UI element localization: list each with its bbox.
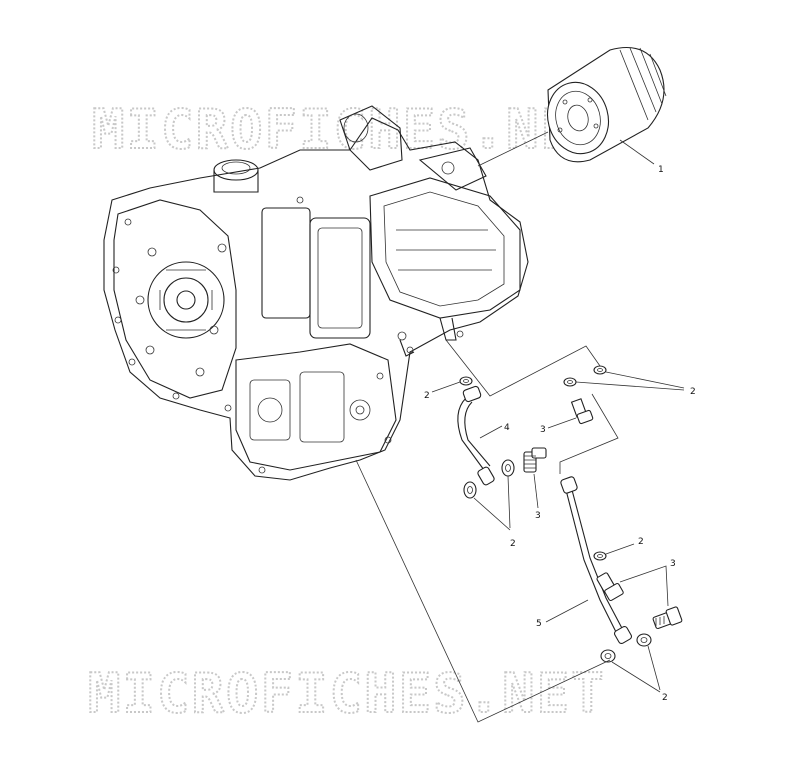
callout-2b-leader xyxy=(575,371,685,391)
callout-3b-leader xyxy=(533,473,539,509)
banjo-bolts-lower xyxy=(596,572,683,630)
watermark-bottom: MICROFICHES.NET xyxy=(88,662,606,725)
callout-3a: 3 xyxy=(540,425,546,435)
callout-1: 1 xyxy=(658,165,664,175)
oil-filter-leader xyxy=(477,131,549,167)
engine-crankcase xyxy=(103,105,529,481)
banjo-bolt-upper xyxy=(570,398,594,425)
callout-3c: 3 xyxy=(670,559,676,569)
washer-group-bottom xyxy=(600,633,652,663)
oil-line-upper xyxy=(457,385,495,486)
oil-filter xyxy=(547,46,667,163)
callout-4: 4 xyxy=(504,423,510,433)
callout-3c-leader xyxy=(619,565,669,607)
banjo-bolt-middle xyxy=(523,447,547,473)
callout-5-leader xyxy=(545,599,589,623)
oil-line-lower xyxy=(560,476,633,645)
callout-1-leader xyxy=(619,139,655,165)
washer-lower-right xyxy=(593,551,607,561)
washer-group-lower-middle xyxy=(463,459,515,499)
callout-2b: 2 xyxy=(690,387,696,397)
callout-2d-leader xyxy=(605,543,635,555)
callout-2c: 2 xyxy=(510,539,516,549)
callout-2a: 2 xyxy=(424,391,430,401)
callout-3a-leader xyxy=(547,417,577,429)
washer-group-upper-left xyxy=(459,376,473,386)
assembly-leader-line4 xyxy=(479,425,503,439)
assembly-leader-lower-2 xyxy=(559,393,619,474)
callout-3b: 3 xyxy=(535,511,541,521)
callout-2d: 2 xyxy=(638,537,644,547)
watermark-top: MICROFICHES.NET xyxy=(92,98,610,161)
callout-2c-leader xyxy=(473,475,511,531)
callout-2e-leader xyxy=(611,645,661,693)
assembly-leader-lower xyxy=(355,459,611,723)
assembly-leader-upper xyxy=(445,339,601,397)
callout-2a-leader xyxy=(431,381,461,393)
callout-2e: 2 xyxy=(662,693,668,703)
callout-5: 5 xyxy=(536,619,542,629)
